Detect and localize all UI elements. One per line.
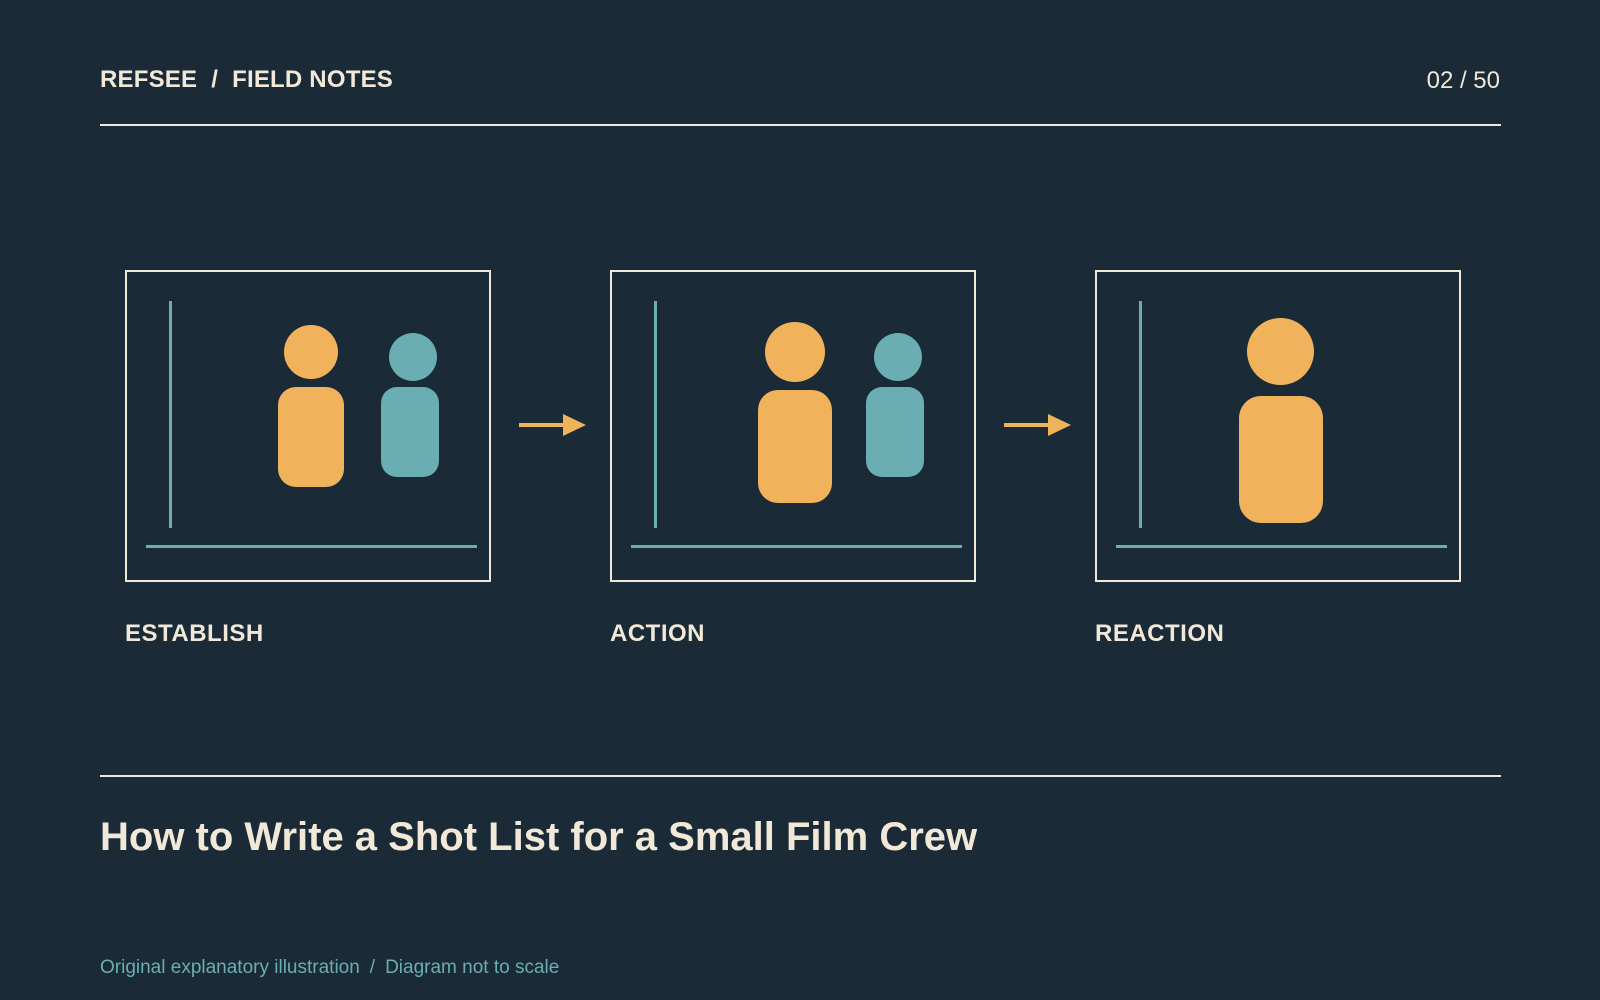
frame-action	[610, 270, 976, 582]
arrow-right-icon	[519, 414, 586, 436]
page-indicator: 02 / 50	[1426, 67, 1500, 94]
frame-vertical-guide	[1139, 301, 1142, 528]
top-divider	[100, 124, 1501, 126]
teal-figure-head	[389, 333, 437, 381]
teal-figure-body	[381, 387, 439, 477]
bottom-divider	[100, 775, 1501, 777]
orange-figure-head	[765, 322, 825, 382]
footnote: Original explanatory illustration / Diagra…	[100, 957, 559, 979]
header-breadcrumb: REFSEE / FIELD NOTES	[100, 66, 393, 94]
orange-figure-body	[758, 390, 832, 503]
frame-vertical-guide	[169, 301, 172, 528]
frame-label-reaction: REACTION	[1095, 620, 1225, 647]
frame-reaction	[1095, 270, 1461, 582]
frame-label-action: ACTION	[610, 620, 705, 647]
footnote-right: Diagram not to scale	[385, 957, 560, 978]
teal-figure-head	[874, 333, 922, 381]
frame-horizontal-guide	[146, 545, 477, 548]
frame-horizontal-guide	[1116, 545, 1447, 548]
orange-figure-head	[1247, 318, 1314, 385]
orange-figure-head	[284, 325, 338, 379]
brand-name: REFSEE	[100, 66, 198, 93]
footnote-left: Original explanatory illustration	[100, 957, 360, 978]
arrow-right-icon	[1004, 414, 1071, 436]
orange-figure-body	[278, 387, 344, 487]
page-title: How to Write a Shot List for a Small Fil…	[100, 815, 978, 859]
orange-figure-body	[1239, 396, 1323, 523]
frame-vertical-guide	[654, 301, 657, 528]
teal-figure-body	[866, 387, 924, 477]
frame-label-establish: ESTABLISH	[125, 620, 264, 647]
frame-horizontal-guide	[631, 545, 962, 548]
footnote-separator: /	[369, 957, 376, 978]
breadcrumb-separator: /	[211, 66, 219, 93]
frame-establish	[125, 270, 491, 582]
section-name: FIELD NOTES	[232, 66, 393, 93]
